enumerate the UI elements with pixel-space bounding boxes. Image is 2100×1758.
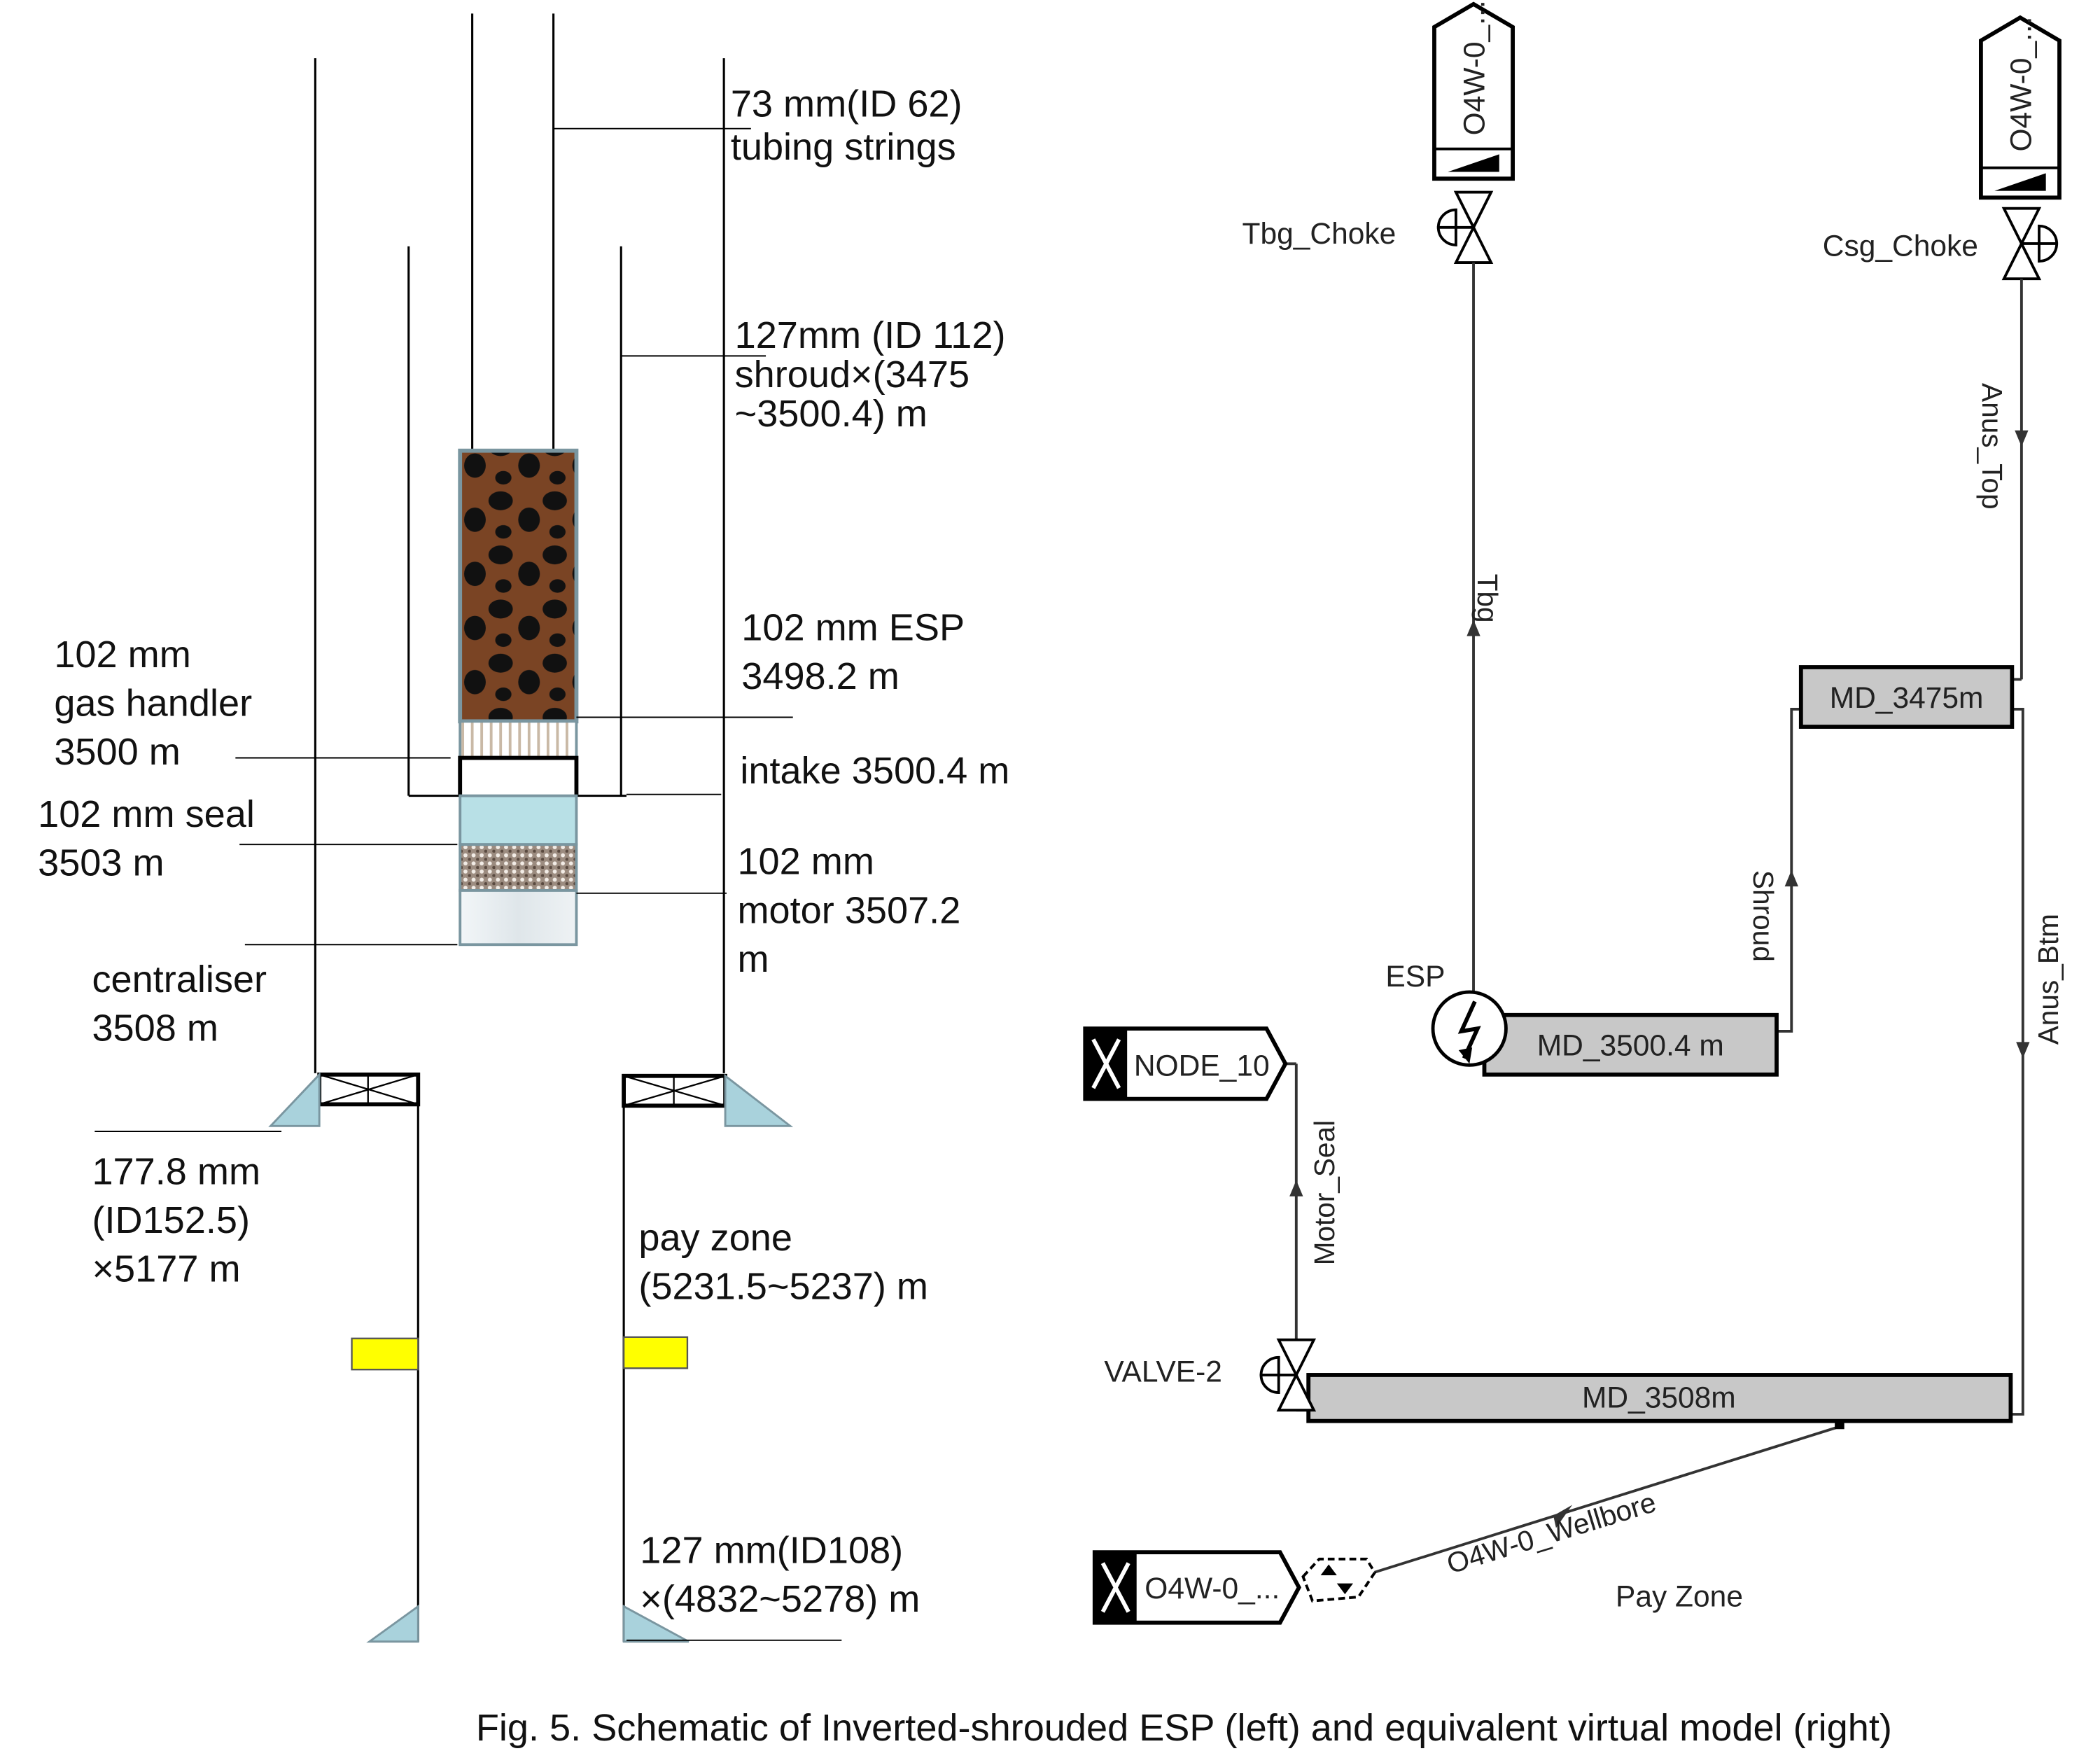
pay-zone-label: pay zone (5231.5~5237) m	[638, 1217, 928, 1308]
completion-connector-icon[interactable]	[1301, 1557, 1377, 1603]
source-bottom-label: O4W-0_...	[1144, 1572, 1280, 1605]
seal-label-line2: 3503 m	[38, 842, 164, 884]
anus-btm-connection[interactable]	[2010, 707, 2024, 1416]
liner-shoe-left	[366, 1604, 419, 1643]
casing-shoe-right	[724, 1073, 794, 1127]
liner-shoe-right	[622, 1605, 690, 1643]
pay-zone-marker-left	[351, 1337, 419, 1371]
tubing-label: 73 mm(ID 62)tubing strings	[731, 83, 962, 168]
source-top-left[interactable]: O4W-0_...	[1432, 0, 1515, 181]
motor-seal-flow-arrow-icon	[1289, 1180, 1303, 1197]
seal-body	[458, 794, 578, 846]
motor-seal-label: Motor_Seal	[1308, 1120, 1340, 1266]
casing-shoe-left	[268, 1072, 321, 1127]
node-10-sink[interactable]: NODE_10	[1083, 1026, 1288, 1101]
md-3500-block[interactable]: MD_3500.4 m	[1482, 1012, 1779, 1077]
esp-pump-body	[458, 448, 579, 724]
gas-handler-label-line2: gas handler	[54, 683, 252, 725]
shroud-label: 127mm (ID 112)shroud×(3475~3500.4) m	[735, 314, 1006, 435]
pay-zone-label-model: Pay Zone	[1616, 1580, 1743, 1613]
source-top-right-label: O4W-0_...	[2005, 17, 2038, 152]
valve-2-label: VALVE-2	[1104, 1356, 1222, 1389]
md-3475-block[interactable]: MD_3475m	[1798, 665, 2015, 729]
source-top-left-label: O4W-0_...	[1458, 0, 1491, 135]
anus-top-label: Anus_Top	[1976, 383, 2008, 509]
packer-right	[622, 1073, 727, 1108]
csg-choke-label: Csg_Choke	[1823, 230, 1978, 263]
pay-zone-marker-right	[622, 1336, 689, 1369]
md-3475-label: MD_3475m	[1830, 682, 1984, 715]
tbg-label: Tbg	[1471, 574, 1504, 623]
source-top-right-indicator-icon	[1994, 173, 2046, 191]
motor-top-body	[458, 843, 578, 892]
csg-choke-valve-icon[interactable]	[2001, 207, 2059, 281]
anus-btm-label: Anus_Btm	[2032, 914, 2064, 1045]
pay-zone-label-line1: pay zone	[638, 1217, 792, 1259]
valve-2-icon[interactable]	[1259, 1338, 1317, 1412]
gas-handler-label: 102 mm gas handler 3500 m	[54, 634, 252, 773]
right-model: O4W-0_... O4W-0_... Tbg_Choke Csg_Choke	[1083, 0, 2064, 1625]
source-top-right[interactable]: O4W-0_...	[1978, 15, 2062, 200]
casing-label-line1: 177.8 mm	[92, 1150, 260, 1192]
motor-label-line2: motor 3507.2	[737, 889, 960, 931]
casing-label: 177.8 mm (ID152.5) ×5177 m	[92, 1150, 260, 1290]
liner-label-line2: ×(4832~5278) m	[640, 1578, 920, 1620]
tubing-label-line1: 73 mm(ID 62)	[731, 83, 962, 125]
shroud-label-model: Shroud	[1747, 870, 1779, 962]
left-schematic: 73 mm(ID 62)tubing strings 127mm (ID 112…	[38, 13, 1009, 1643]
motor-bottom-body	[458, 888, 578, 947]
md-3500-label: MD_3500.4 m	[1537, 1030, 1724, 1063]
esp-label-model: ESP	[1385, 961, 1445, 993]
esp-label-line2: 3498.2 m	[741, 655, 899, 697]
motor-label-line3: m	[737, 938, 769, 980]
centraliser-label: centraliser 3508 m	[92, 958, 267, 1049]
shroud-label-line3: ~3500.4) m	[735, 393, 927, 435]
shroud-flow-arrow-icon	[1784, 870, 1798, 887]
gas-handler-label-line1: 102 mm	[54, 634, 190, 676]
esp-label-line1: 102 mm ESP	[741, 606, 965, 648]
wellbore-label: O4W-0_Wellbore	[1443, 1486, 1660, 1580]
esp-pump-icon[interactable]	[1431, 990, 1508, 1067]
md-3508-block[interactable]: MD_3508m	[1306, 1373, 2013, 1430]
md-3508-label: MD_3508m	[1582, 1381, 1736, 1414]
anus-top-flow-arrow-icon	[2015, 430, 2029, 447]
tubing-label-line2: tubing strings	[731, 126, 956, 168]
casing-label-line3: ×5177 m	[92, 1248, 240, 1290]
tbg-choke-label: Tbg_Choke	[1242, 218, 1396, 251]
pay-zone-label-line2: (5231.5~5237) m	[638, 1266, 928, 1308]
packer-left	[317, 1072, 421, 1107]
motor-label: 102 mm motor 3507.2 m	[737, 841, 960, 980]
wellbore-flow-arrow-icon	[1553, 1505, 1573, 1528]
liner-label: 127 mm(ID108) ×(4832~5278) m	[640, 1530, 920, 1621]
shroud-label-line2: shroud×(3475	[735, 354, 969, 396]
anus-btm-flow-arrow-icon	[2016, 1042, 2030, 1059]
shroud-label-line1: 127mm (ID 112)	[735, 314, 1006, 356]
tbg-flow-arrow-icon	[1466, 620, 1480, 636]
seal-label-line1: 102 mm seal	[38, 793, 255, 835]
gas-handler-body	[458, 720, 578, 760]
seal-label: 102 mm seal 3503 m	[38, 793, 255, 884]
centraliser-label-line2: 3508 m	[92, 1007, 218, 1049]
source-bottom[interactable]: O4W-0_...	[1092, 1550, 1301, 1625]
motor-label-line1: 102 mm	[737, 841, 874, 883]
md-3508-port-icon	[1835, 1421, 1844, 1430]
liner-label-line1: 127 mm(ID108)	[640, 1530, 903, 1572]
wellbore-connection[interactable]	[1368, 1425, 1841, 1575]
node-10-label: NODE_10	[1134, 1050, 1270, 1083]
tbg-choke-valve-icon[interactable]	[1436, 190, 1494, 264]
shroud-connection[interactable]	[1777, 707, 1801, 1033]
gas-handler-label-line3: 3500 m	[54, 731, 180, 773]
esp-label: 102 mm ESP 3498.2 m	[741, 606, 965, 697]
intake-label: intake 3500.4 m	[740, 750, 1009, 792]
centraliser-label-line1: centraliser	[92, 958, 267, 1000]
casing-label-line2: (ID152.5)	[92, 1199, 250, 1241]
intake-bracket	[458, 755, 579, 796]
figure-caption: Fig. 5. Schematic of Inverted-shrouded E…	[476, 1707, 1892, 1749]
